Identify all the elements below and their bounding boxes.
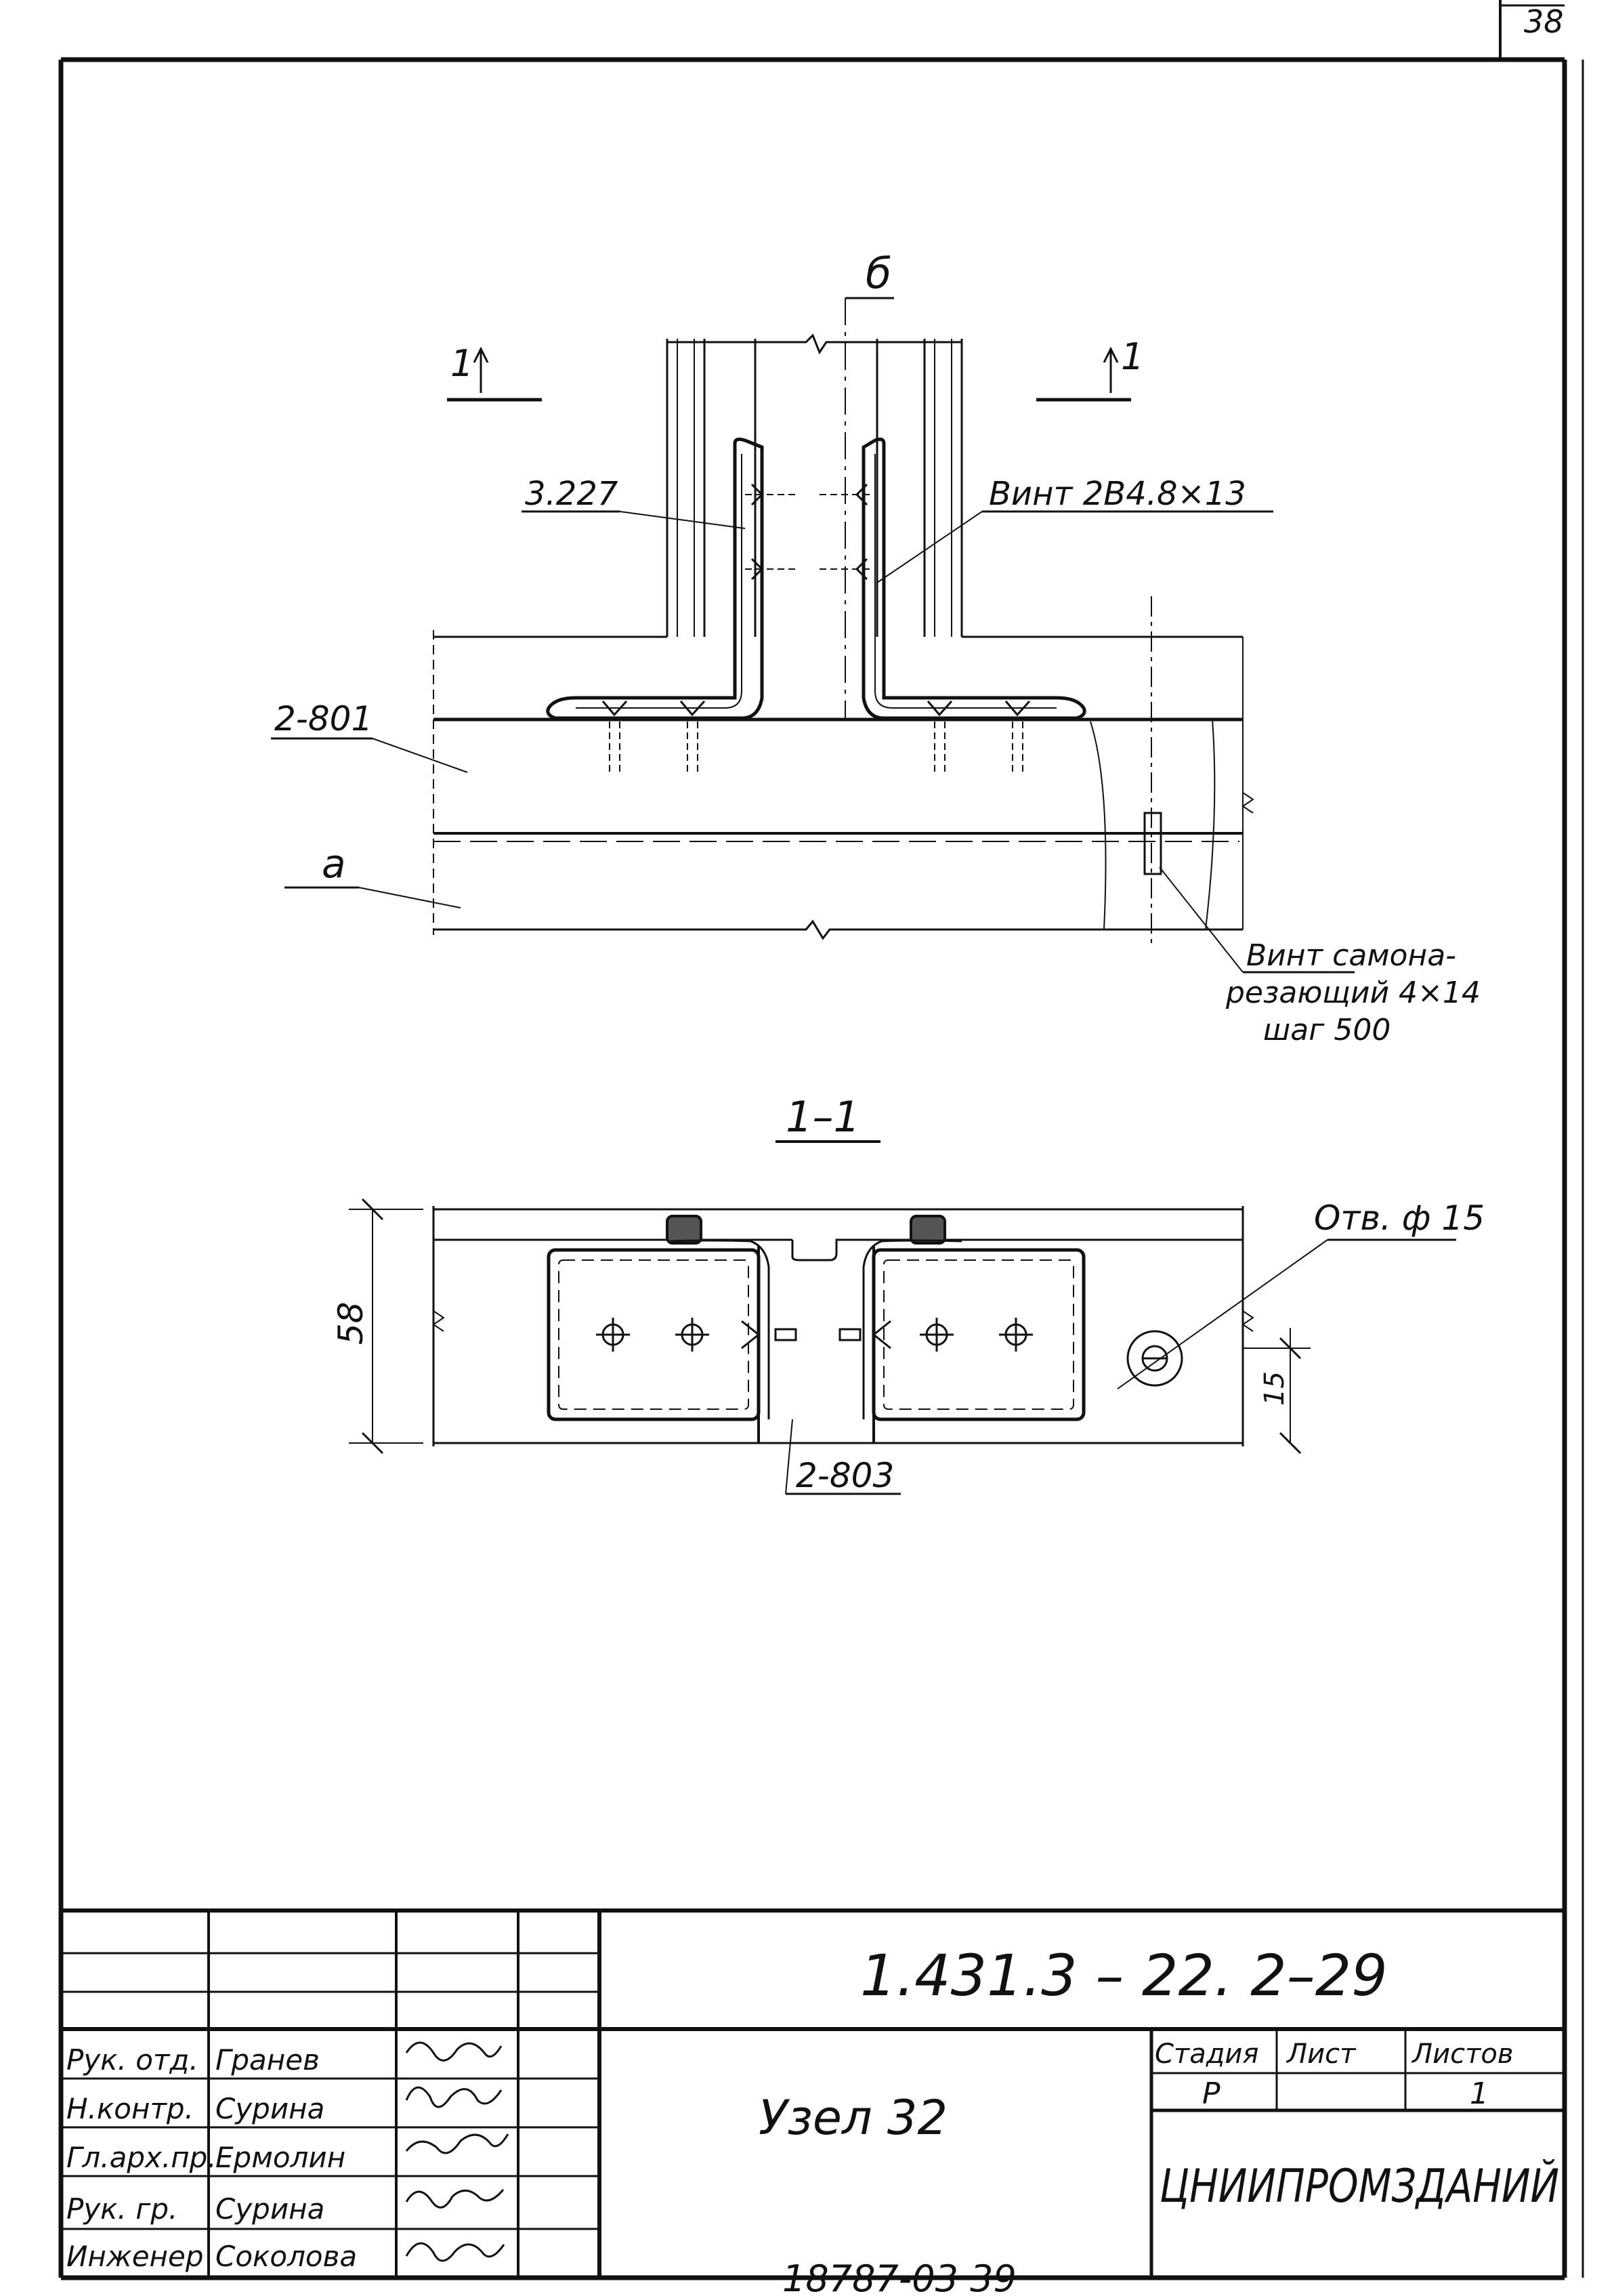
signatures bbox=[405, 2041, 509, 2262]
label-self-tapping-3: шаг 500 bbox=[1263, 1013, 1390, 1047]
sheet-title: Узел 32 bbox=[759, 2090, 948, 2146]
role-0: Рук. отд. bbox=[66, 2043, 198, 2076]
label-self-tapping-1: Винт самона- bbox=[1246, 938, 1456, 973]
section-view bbox=[349, 1140, 1456, 1495]
signature-4 bbox=[405, 2242, 505, 2262]
name-1: Сурина bbox=[215, 2092, 324, 2125]
signature-2 bbox=[405, 2133, 509, 2154]
role-3: Рук. гр. bbox=[66, 2192, 177, 2226]
mark-a: а bbox=[322, 841, 346, 887]
title-block-frame bbox=[61, 1908, 1565, 2278]
col-sheet: Лист bbox=[1286, 2039, 1357, 2070]
col-stage: Стадия bbox=[1155, 2039, 1258, 2070]
signature-0 bbox=[405, 2041, 503, 2062]
col-sheets: Листов bbox=[1411, 2039, 1513, 2070]
label-screw-top: Винт 2В4.8×13 bbox=[989, 475, 1246, 513]
designation: 1.431.3 – 22. 2–29 bbox=[860, 1942, 1388, 2009]
section-mark-left: 1 bbox=[450, 342, 473, 385]
label-self-tapping-2: резающий 4×14 bbox=[1225, 976, 1481, 1010]
footer-stamp: 18787-03 39 bbox=[782, 2257, 1017, 2293]
signature-3 bbox=[405, 2189, 505, 2209]
role-2: Гл.арх.пр. bbox=[66, 2141, 217, 2174]
dim-offset: 15 bbox=[1259, 1371, 1290, 1406]
name-4: Соколова bbox=[215, 2240, 357, 2273]
name-2: Ермолин bbox=[215, 2141, 345, 2174]
label-angle: 3.227 bbox=[525, 475, 618, 513]
section-mark-right: 1 bbox=[1121, 335, 1144, 378]
mark-b: б bbox=[866, 249, 891, 298]
section-title: 1–1 bbox=[786, 1092, 860, 1142]
sheets-value: 1 bbox=[1470, 2076, 1489, 2111]
plan-view bbox=[271, 297, 1355, 974]
page-number: 38 bbox=[1524, 3, 1564, 40]
page-frame bbox=[58, 0, 1584, 2280]
label-profile: 2-803 bbox=[796, 1456, 894, 1495]
name-3: Сурина bbox=[215, 2192, 324, 2226]
name-0: Гранев bbox=[215, 2043, 320, 2076]
role-1: Н.контр. bbox=[66, 2092, 194, 2125]
label-hole: Отв. ф 15 bbox=[1314, 1198, 1485, 1238]
dim-height: 58 bbox=[331, 1301, 370, 1345]
stage-value: Р bbox=[1202, 2076, 1220, 2111]
label-panel: 2-801 bbox=[274, 699, 373, 738]
organization: ЦНИИПРОМЗДАНИЙ bbox=[1160, 2159, 1559, 2213]
signature-1 bbox=[405, 2086, 503, 2108]
role-4: Инженер bbox=[66, 2240, 204, 2273]
